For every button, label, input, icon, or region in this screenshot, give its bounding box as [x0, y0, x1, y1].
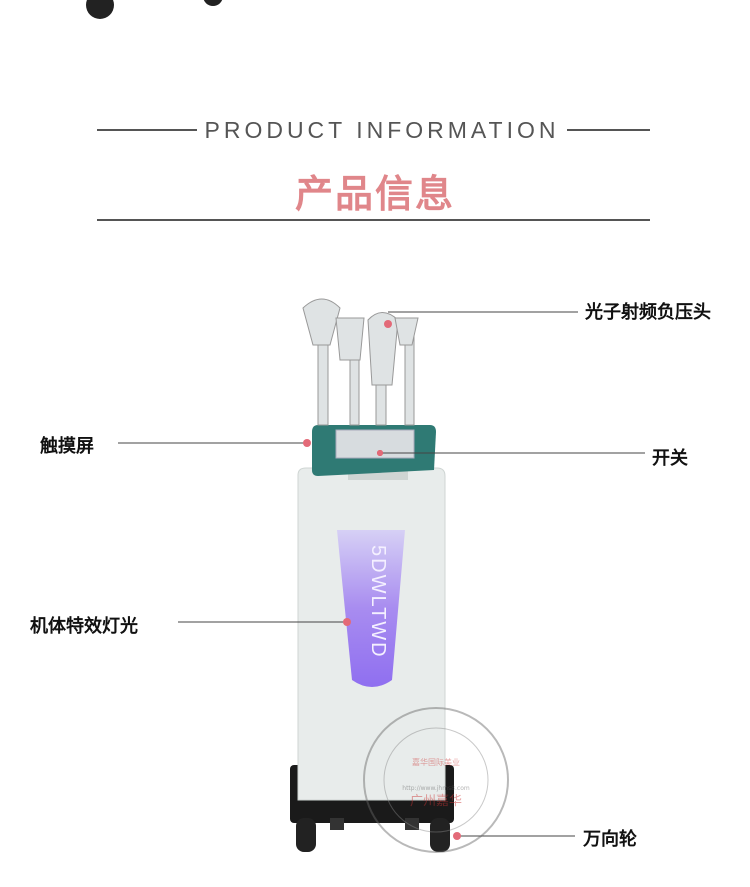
- wheel-icon: [296, 818, 450, 852]
- title-rule-bottom: [97, 219, 650, 221]
- callout-wheels: 万向轮: [583, 829, 637, 850]
- title-rule-right: [567, 129, 650, 131]
- panel-text: 5DWLTWD: [367, 545, 389, 659]
- touch-screen[interactable]: [335, 429, 415, 459]
- svg-text:嘉华国际美业: 嘉华国际美业: [412, 757, 460, 767]
- callout-touchscreen: 触摸屏: [40, 436, 94, 457]
- top-handpiece-cap: [203, 0, 223, 6]
- svg-text:广州嘉华: 广州嘉华: [410, 794, 462, 809]
- watermark-seal: 嘉华国际美业 http://www.jhms8.com 广州嘉华: [363, 707, 509, 853]
- callout-handpiece: 光子射频负压头: [585, 302, 711, 323]
- title-en: PRODUCT INFORMATION: [204, 117, 560, 143]
- handpieces: [302, 298, 419, 426]
- light-panel: [337, 530, 405, 687]
- svg-text:http://www.jhms8.com: http://www.jhms8.com: [402, 785, 470, 792]
- top-handpiece-cap: [86, 0, 114, 19]
- callout-lines: [118, 311, 645, 837]
- callout-dots: [303, 320, 461, 840]
- title-cn: 产品信息: [294, 172, 455, 216]
- callout-switch: 开关: [652, 448, 688, 469]
- callout-body-light: 机体特效灯光: [30, 616, 138, 637]
- title-rule-left: [97, 129, 197, 131]
